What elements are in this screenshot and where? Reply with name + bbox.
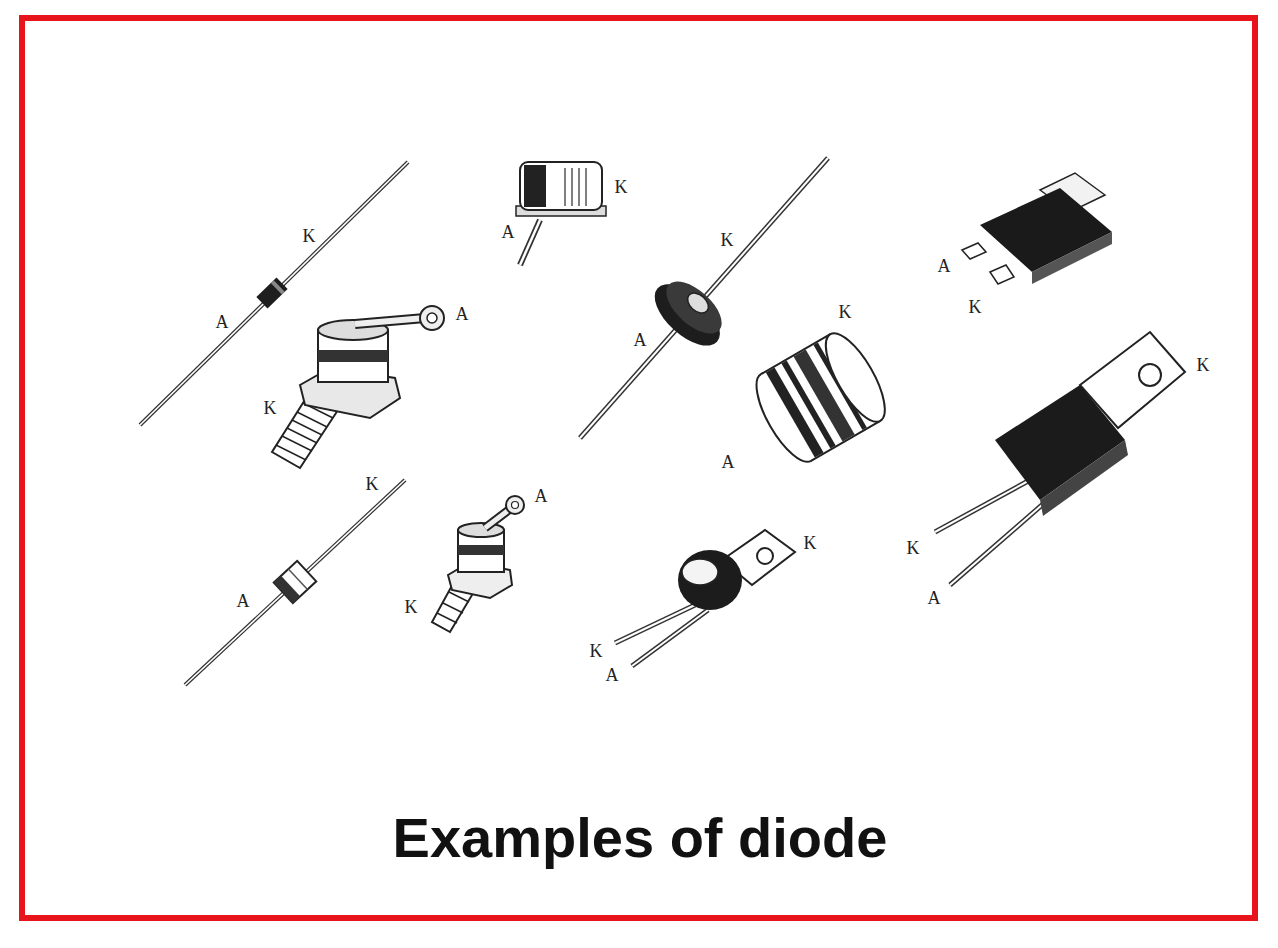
pin-label: K	[969, 298, 982, 316]
pin-label: K	[804, 534, 817, 552]
pin-label: K	[615, 178, 628, 196]
pin-label: K	[907, 539, 920, 557]
pin-label: A	[634, 331, 647, 349]
pin-label: K	[303, 227, 316, 245]
pin-label: A	[722, 453, 735, 471]
pin-label: K	[405, 598, 418, 616]
smd-diode	[962, 173, 1112, 284]
to220-diode	[935, 332, 1185, 585]
press-fit-diode	[745, 325, 895, 470]
pin-label: A	[502, 223, 515, 241]
pin-label: K	[839, 303, 852, 321]
pin-label: K	[264, 399, 277, 417]
pin-label: A	[216, 313, 229, 331]
stud-diode	[272, 306, 444, 468]
pin-label: K	[1197, 356, 1210, 374]
stud-diode	[432, 496, 524, 632]
pin-label: A	[606, 666, 619, 684]
pin-label: A	[535, 487, 548, 505]
pin-label: A	[938, 257, 951, 275]
can-diode	[516, 162, 606, 265]
pin-label: K	[590, 642, 603, 660]
pin-label: A	[237, 592, 250, 610]
to220-diode	[615, 530, 795, 666]
pin-label: K	[366, 475, 379, 493]
pin-label: K	[721, 231, 734, 249]
axial-diode	[185, 480, 405, 685]
frame	[22, 18, 1255, 918]
pin-label: A	[928, 589, 941, 607]
axial-diode	[140, 162, 408, 425]
caption: Examples of diode	[393, 807, 888, 869]
pin-label: A	[456, 305, 469, 323]
